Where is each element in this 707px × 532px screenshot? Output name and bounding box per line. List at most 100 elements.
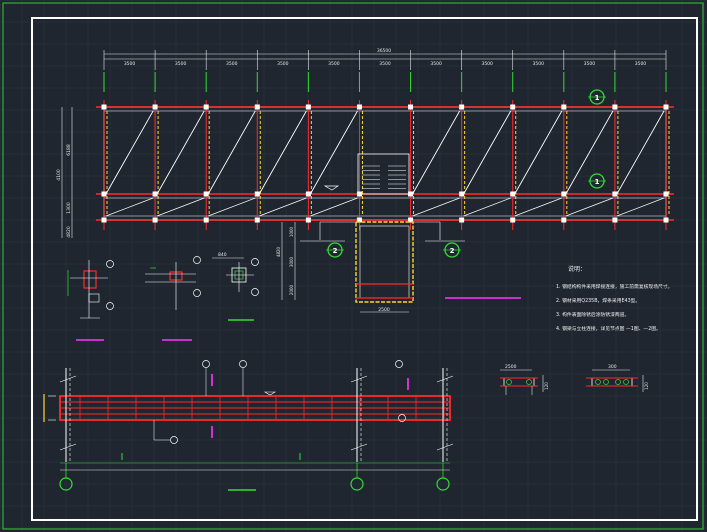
section-1-side-dim: 120 — [544, 382, 549, 390]
overall-span-label: 36500 — [377, 48, 391, 54]
stair-dim-4820: 4820 — [276, 246, 281, 257]
column-node — [408, 191, 414, 197]
diagonal-brace — [514, 110, 563, 195]
diagonal-brace — [309, 110, 358, 195]
diagonal-brace — [105, 110, 154, 195]
column-node — [561, 191, 567, 197]
bay-label: 3500 — [635, 61, 647, 67]
column-node — [561, 104, 567, 110]
elevation-axis-circle-3 — [436, 477, 450, 491]
node-detail-3: 840 — [212, 252, 259, 321]
diagonal-brace-small — [105, 197, 154, 217]
left-dim-label-4100: 4100 — [56, 169, 62, 181]
column-node — [663, 217, 669, 223]
diagonal-brace-small — [259, 197, 307, 217]
break-mark — [436, 375, 454, 383]
break-mark — [350, 375, 368, 383]
diagonal-brace-small — [463, 197, 511, 217]
plan-diagonal-braces — [105, 110, 665, 217]
column-node — [101, 217, 107, 223]
left-dim-label-6188: 6188 — [66, 144, 72, 156]
diagonal-brace — [565, 110, 614, 195]
diagonal-brace — [156, 110, 205, 195]
section-1-dim: 2500 — [505, 364, 517, 370]
column-node — [612, 104, 618, 110]
bay-label: 3500 — [124, 61, 136, 67]
stair-steps — [362, 165, 406, 189]
stair-extension: 2500 3000 1000 4820 2000 — [276, 221, 441, 313]
elevation-axis-circle-1 — [59, 477, 73, 491]
column-node — [101, 191, 107, 197]
column-node — [152, 217, 158, 223]
bay-label: 3500 — [379, 61, 391, 67]
column-node — [152, 104, 158, 110]
column-node — [305, 217, 311, 223]
left-dim-label-1300: 1300 — [66, 202, 72, 214]
bay-label: 3500 — [328, 61, 340, 67]
plan-outline — [103, 106, 667, 221]
column-node — [663, 104, 669, 110]
diagonal-brace — [207, 110, 256, 195]
svg-text:2: 2 — [333, 247, 338, 255]
column-node — [408, 104, 414, 110]
bay-label: 3500 — [430, 61, 442, 67]
column-node — [459, 104, 465, 110]
node-detail-2 — [145, 256, 201, 341]
column-node — [356, 104, 362, 110]
stair-dim-3000: 3000 — [289, 256, 294, 267]
column-node — [510, 217, 516, 223]
column-node — [305, 191, 311, 197]
axis-ticks — [103, 50, 667, 92]
column-node — [612, 217, 618, 223]
stair-dim-2000: 2000 — [289, 284, 294, 295]
diagonal-brace — [463, 110, 512, 195]
svg-text:1: 1 — [595, 178, 600, 186]
notes-item-3: 3. 构件表面除锈后涂防锈漆两道。 — [556, 311, 629, 318]
column-node — [254, 217, 260, 223]
diagonal-brace-small — [616, 197, 665, 217]
notes-item-2: 2. 钢材采用Q235B，焊条采用E43型。 — [556, 297, 640, 304]
notes-item-4: 4. 钢梁与立柱连接，详见节点图 —1图、—2图。 — [556, 325, 661, 332]
column-node — [561, 217, 567, 223]
notes-title: 说明： — [568, 265, 586, 273]
bay-label: 3500 — [175, 61, 187, 67]
diagonal-brace-small — [514, 197, 562, 217]
column-node — [663, 191, 669, 197]
notes-item-1: 1. 钢结构构件采用焊接连接，施工前需复核现场尺寸。 — [556, 283, 672, 290]
section-2-dim: 300 — [608, 364, 617, 370]
break-mark — [436, 443, 454, 451]
node-detail-1 — [67, 260, 114, 341]
bay-label: 3500 — [277, 61, 289, 67]
left-dim-label-4820: 4820 — [66, 226, 72, 238]
column-node — [203, 217, 209, 223]
section-mark-1a: 1 — [588, 89, 606, 105]
section-detail-2: 300 120 — [586, 364, 649, 392]
column-node — [203, 104, 209, 110]
column-node — [254, 104, 260, 110]
column-node — [612, 191, 618, 197]
diagonal-brace — [258, 110, 307, 195]
column-node — [408, 217, 414, 223]
elevation-view — [43, 360, 454, 491]
section-mark-1b: 1 — [588, 173, 606, 189]
stair-dim-bottom: 2500 — [378, 307, 390, 313]
column-node — [203, 191, 209, 197]
plan-columns — [101, 100, 670, 230]
column-node — [152, 191, 158, 197]
detail-dim-840: 840 — [218, 252, 227, 258]
svg-text:1: 1 — [595, 94, 600, 102]
break-mark — [59, 375, 77, 383]
section-detail-1: 2500 120 — [500, 364, 549, 395]
column-node — [254, 191, 260, 197]
break-mark — [59, 443, 77, 451]
diagonal-brace-small — [208, 197, 256, 217]
stair-dim-1000: 1000 — [289, 226, 294, 237]
svg-text:2: 2 — [450, 247, 455, 255]
break-mark — [350, 443, 368, 451]
diagonal-brace — [412, 110, 461, 195]
drawing-frame — [31, 17, 698, 521]
column-node — [459, 191, 465, 197]
